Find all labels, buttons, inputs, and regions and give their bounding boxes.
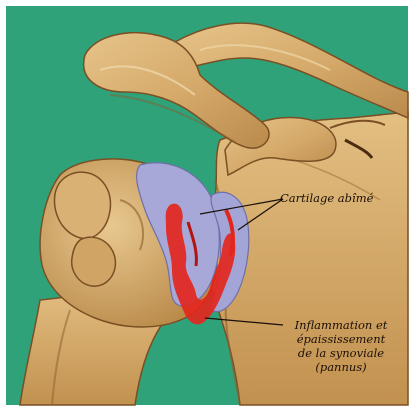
label-cartilage: Cartilage abîmé [280,191,400,205]
label-inflammation: Inflammation et épaississement de la syn… [278,318,404,374]
label-inflammation-line-1: Inflammation et [278,318,404,332]
label-inflammation-line-2: épaississement [278,332,404,346]
label-inflammation-line-4: (pannus) [278,360,404,374]
label-inflammation-line-3: de la synoviale [278,346,404,360]
